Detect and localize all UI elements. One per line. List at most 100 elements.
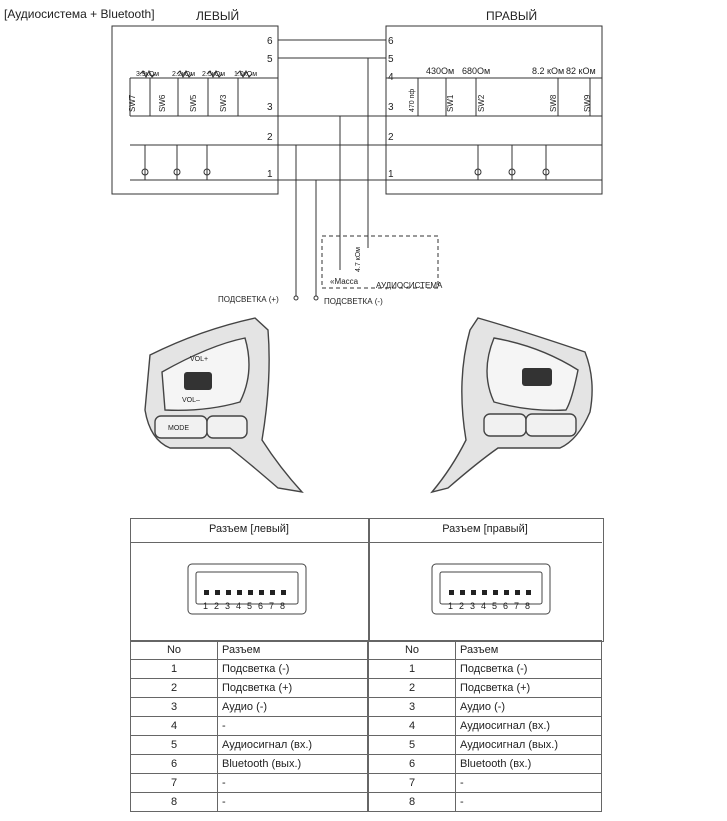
col-name-header: Разъем <box>455 640 602 660</box>
pin-no: 2 <box>368 678 456 698</box>
left-connector-shell <box>187 563 307 615</box>
resistor-label: 2.2кОм <box>172 71 195 78</box>
right-connector-panel <box>368 518 604 642</box>
switch-label: SW5 <box>189 94 198 112</box>
col-no-header: No <box>368 640 456 660</box>
left-connector-pin: 4 <box>236 601 241 611</box>
switch-label: SW7 <box>128 94 137 112</box>
pin-function: Аудиосигнал (вх.) <box>217 735 368 755</box>
table-header-row: No Разъем <box>130 640 368 660</box>
pin-no: 6 <box>368 754 456 774</box>
pin-no: 5 <box>368 735 456 755</box>
table-row: 4- <box>130 716 368 736</box>
audio-system-label: АУДИОСИСТЕМА <box>376 281 443 290</box>
right-pin-label: 1 <box>388 169 394 180</box>
switch-label: SW6 <box>158 94 167 112</box>
table-row: 8- <box>130 792 368 812</box>
left-pin-label: 2 <box>267 132 273 143</box>
pin-function: Аудиосигнал (вых.) <box>455 735 602 755</box>
backlight-minus-label: ПОДСВЕТКА (-) <box>324 297 383 306</box>
right-pin-label: 3 <box>388 102 394 113</box>
pin-function: Аудио (-) <box>217 697 368 717</box>
right-connector-pin: 7 <box>514 601 519 611</box>
pin-no: 3 <box>368 697 456 717</box>
left-connector-pin: 3 <box>225 601 230 611</box>
left-connector-pin: 5 <box>247 601 252 611</box>
right-connector-pin: 4 <box>481 601 486 611</box>
resistor-label: 8.2 кОм <box>532 66 564 76</box>
left-thumbwheel <box>184 372 212 390</box>
pin-function: - <box>217 792 368 812</box>
pin-no: 7 <box>130 773 218 793</box>
pin-function: - <box>217 773 368 793</box>
pin-no: 1 <box>130 659 218 679</box>
pin-no: 8 <box>368 792 456 812</box>
right-pin-label: 5 <box>388 54 394 65</box>
audio-resistor-label: 4.7 кОм <box>355 247 362 272</box>
left-connector-pin: 2 <box>214 601 219 611</box>
left-module-label: ЛЕВЫЙ <box>196 8 239 23</box>
right-connector-pin: 3 <box>470 601 475 611</box>
pin-function: Аудио (-) <box>455 697 602 717</box>
ground-label: «Масса <box>330 277 359 286</box>
left-connector-header: Разъем [левый] <box>209 523 289 535</box>
switch-label: SW9 <box>583 94 592 112</box>
right-connector-pin: 5 <box>492 601 497 611</box>
pin-function: Bluetooth (вых.) <box>217 754 368 774</box>
table-row: 7- <box>368 773 602 793</box>
resistor-label: 1.0кОм <box>234 71 257 78</box>
col-name-header: Разъем <box>217 640 368 660</box>
switch-label: SW2 <box>477 94 486 112</box>
pin-function: Подсветка (+) <box>217 678 368 698</box>
right-pin-label: 4 <box>388 72 394 83</box>
pin-no: 8 <box>130 792 218 812</box>
table-row: 8- <box>368 792 602 812</box>
left-connector-pin: 6 <box>258 601 263 611</box>
right-connector-pin: 2 <box>459 601 464 611</box>
table-header-row: No Разъем <box>368 640 602 660</box>
pin-no: 6 <box>130 754 218 774</box>
table-row: 7- <box>130 773 368 793</box>
left-connector-pin: 1 <box>203 601 208 611</box>
right-connector-pin: 6 <box>503 601 508 611</box>
left-pin-label: 3 <box>267 102 273 113</box>
col-no-header: No <box>130 640 218 660</box>
right-thumbwheel <box>522 368 552 386</box>
left-connector-pin: 7 <box>269 601 274 611</box>
pin-function: - <box>217 716 368 736</box>
right-connector-shell <box>431 563 551 615</box>
pin-function: Аудиосигнал (вх.) <box>455 716 602 736</box>
pin-no: 7 <box>368 773 456 793</box>
pin-function: - <box>455 792 602 812</box>
left-module-box <box>111 25 279 195</box>
right-steering-controls <box>430 317 593 494</box>
resistor-label: 430Ом <box>426 66 454 76</box>
switch-label: SW1 <box>446 94 455 112</box>
right-module-box <box>385 25 603 195</box>
backlight-plus-label: ПОДСВЕТКА (+) <box>218 295 279 304</box>
resistor-label: 2.5кОм <box>202 71 225 78</box>
right-connector-pin: 8 <box>525 601 530 611</box>
right-pin-label: 6 <box>388 36 394 47</box>
pin-function: - <box>455 773 602 793</box>
vol-down-label: VOL– <box>182 397 200 404</box>
pin-function: Подсветка (-) <box>455 659 602 679</box>
switch-label: SW3 <box>219 94 228 112</box>
audio-system-box <box>321 235 439 289</box>
pin-no: 1 <box>368 659 456 679</box>
mode-button-label: MODE <box>168 425 189 432</box>
left-steering-controls <box>144 317 304 494</box>
pin-no: 3 <box>130 697 218 717</box>
left-pin-label: 6 <box>267 36 273 47</box>
